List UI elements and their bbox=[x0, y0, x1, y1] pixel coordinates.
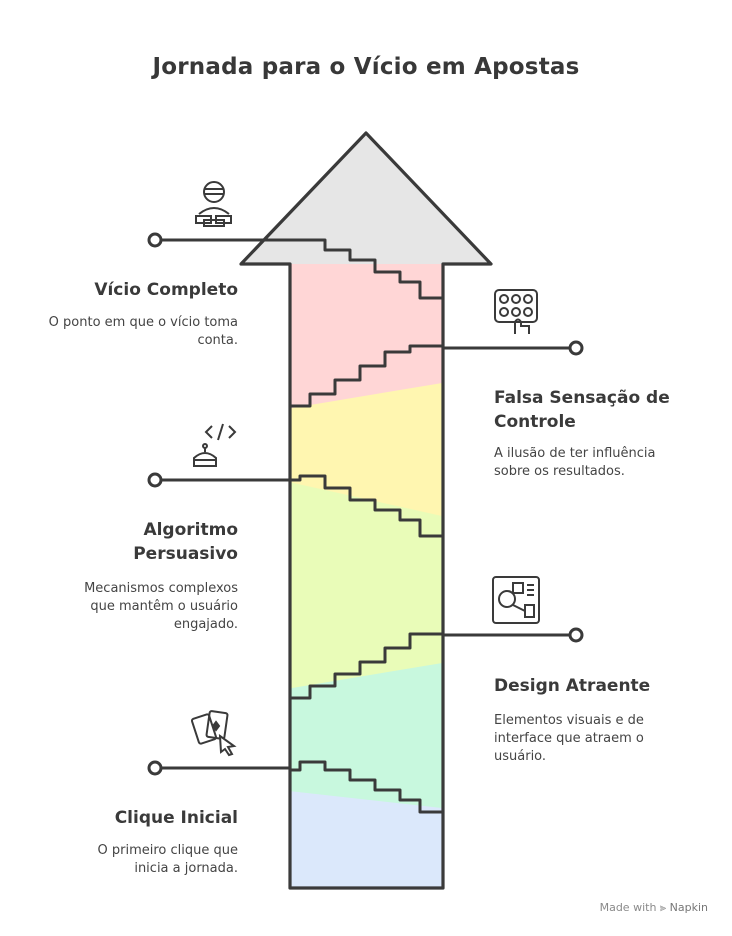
stair-falsa-vicio bbox=[290, 344, 443, 408]
connector-dot-algoritmo bbox=[147, 472, 163, 488]
connector-dot-falsa bbox=[568, 340, 584, 356]
slot-buttons-hand-icon bbox=[494, 289, 538, 334]
connector-dot-clique bbox=[147, 760, 163, 776]
stage-title-clique: Clique Inicial bbox=[114, 808, 238, 828]
addicted-person-icon bbox=[195, 181, 232, 227]
band-algoritmo bbox=[290, 470, 443, 689]
band-clique bbox=[290, 780, 443, 888]
stage-title-falsa: Falsa Sensação de Controle bbox=[494, 388, 670, 432]
footer-made-with: Made with bbox=[599, 901, 657, 914]
napkin-logo-icon: ⫸ bbox=[659, 901, 667, 914]
stage-title-algoritmo: Algoritmo Persuasivo bbox=[133, 520, 238, 564]
interface-layout-icon bbox=[492, 576, 540, 624]
arrowhead-fill bbox=[241, 133, 491, 264]
connector-dot-vicio bbox=[147, 232, 163, 248]
diagram-title: Jornada para o Vício em Apostas bbox=[152, 54, 580, 80]
arrow-outline bbox=[239, 131, 493, 890]
stair-vicio-top bbox=[265, 238, 443, 300]
stair-algoritmo-falsa bbox=[290, 474, 443, 538]
stage-title-design: Design Atraente bbox=[494, 676, 651, 696]
footer-credit[interactable]: Made with ⫸ Napkin bbox=[600, 901, 708, 915]
stair-design-algoritmo bbox=[290, 632, 443, 700]
stage-title-vicio: Vício Completo bbox=[94, 280, 238, 300]
connector-dot-design bbox=[568, 627, 584, 643]
stair-lines bbox=[265, 238, 443, 814]
stage-desc-design: Elementos visuais e de interface que atr… bbox=[494, 713, 644, 764]
stage-desc-algoritmo: Mecanismos complexos que mantêm o usuári… bbox=[84, 581, 238, 632]
band-vicio bbox=[290, 262, 443, 409]
stage-desc-vicio: O ponto em que o vício toma conta. bbox=[48, 315, 238, 348]
stage-desc-clique: O primeiro clique que inicia a jornada. bbox=[97, 843, 238, 876]
stair-clique-design bbox=[290, 760, 443, 814]
footer-brand: Napkin bbox=[669, 901, 708, 914]
stage-desc-falsa: A ilusão de ter influência sobre os resu… bbox=[494, 446, 656, 479]
code-robot-icon bbox=[193, 423, 237, 467]
cards-cursor-icon bbox=[190, 710, 237, 757]
